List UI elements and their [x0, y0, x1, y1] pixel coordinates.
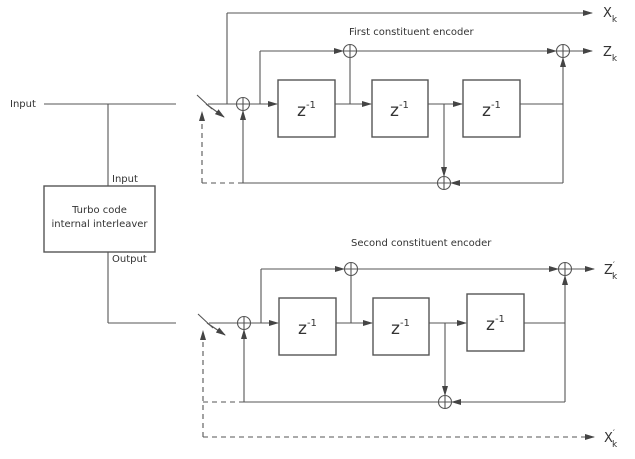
- delay-box-1-1: [277, 79, 336, 138]
- switch-1-arrow: [205, 103, 225, 118]
- delay-box-1-2: [371, 79, 429, 138]
- svg-text:z-1: z-1: [486, 314, 505, 335]
- switch-2-arrow: [206, 322, 226, 336]
- xk-label: Xk: [603, 6, 618, 25]
- second-encoder: Second constituent encoder Z′k z-1 z-1 z…: [197, 238, 618, 450]
- interleaver-title-line1: Turbo code: [71, 205, 127, 216]
- delay-box-1-3: [462, 79, 521, 138]
- delay-box-2-1: [278, 297, 337, 356]
- zk-prime-label: Z′k: [604, 261, 618, 282]
- first-encoder-title: First constituent encoder: [349, 27, 475, 38]
- interleaver-box: [43, 185, 156, 253]
- second-encoder-title: Second constituent encoder: [351, 238, 492, 249]
- first-encoder: Xk First constituent encoder Zk z-1 z-1 …: [196, 6, 618, 191]
- interleaver-output-label: Output: [112, 254, 147, 265]
- xk-prime-label: X′k: [604, 429, 618, 450]
- svg-text:z-1: z-1: [298, 318, 317, 339]
- interleaver-title-line2: internal interleaver: [51, 219, 148, 230]
- svg-text:z-1: z-1: [297, 100, 316, 121]
- svg-text:z-1: z-1: [391, 318, 410, 339]
- delay-box-2-2: [372, 297, 430, 356]
- svg-text:z-1: z-1: [390, 100, 409, 121]
- interleaver-input-label: Input: [112, 174, 138, 185]
- zk-label: Zk: [603, 45, 618, 64]
- svg-text:z-1: z-1: [482, 100, 501, 121]
- input-label: Input: [10, 99, 36, 110]
